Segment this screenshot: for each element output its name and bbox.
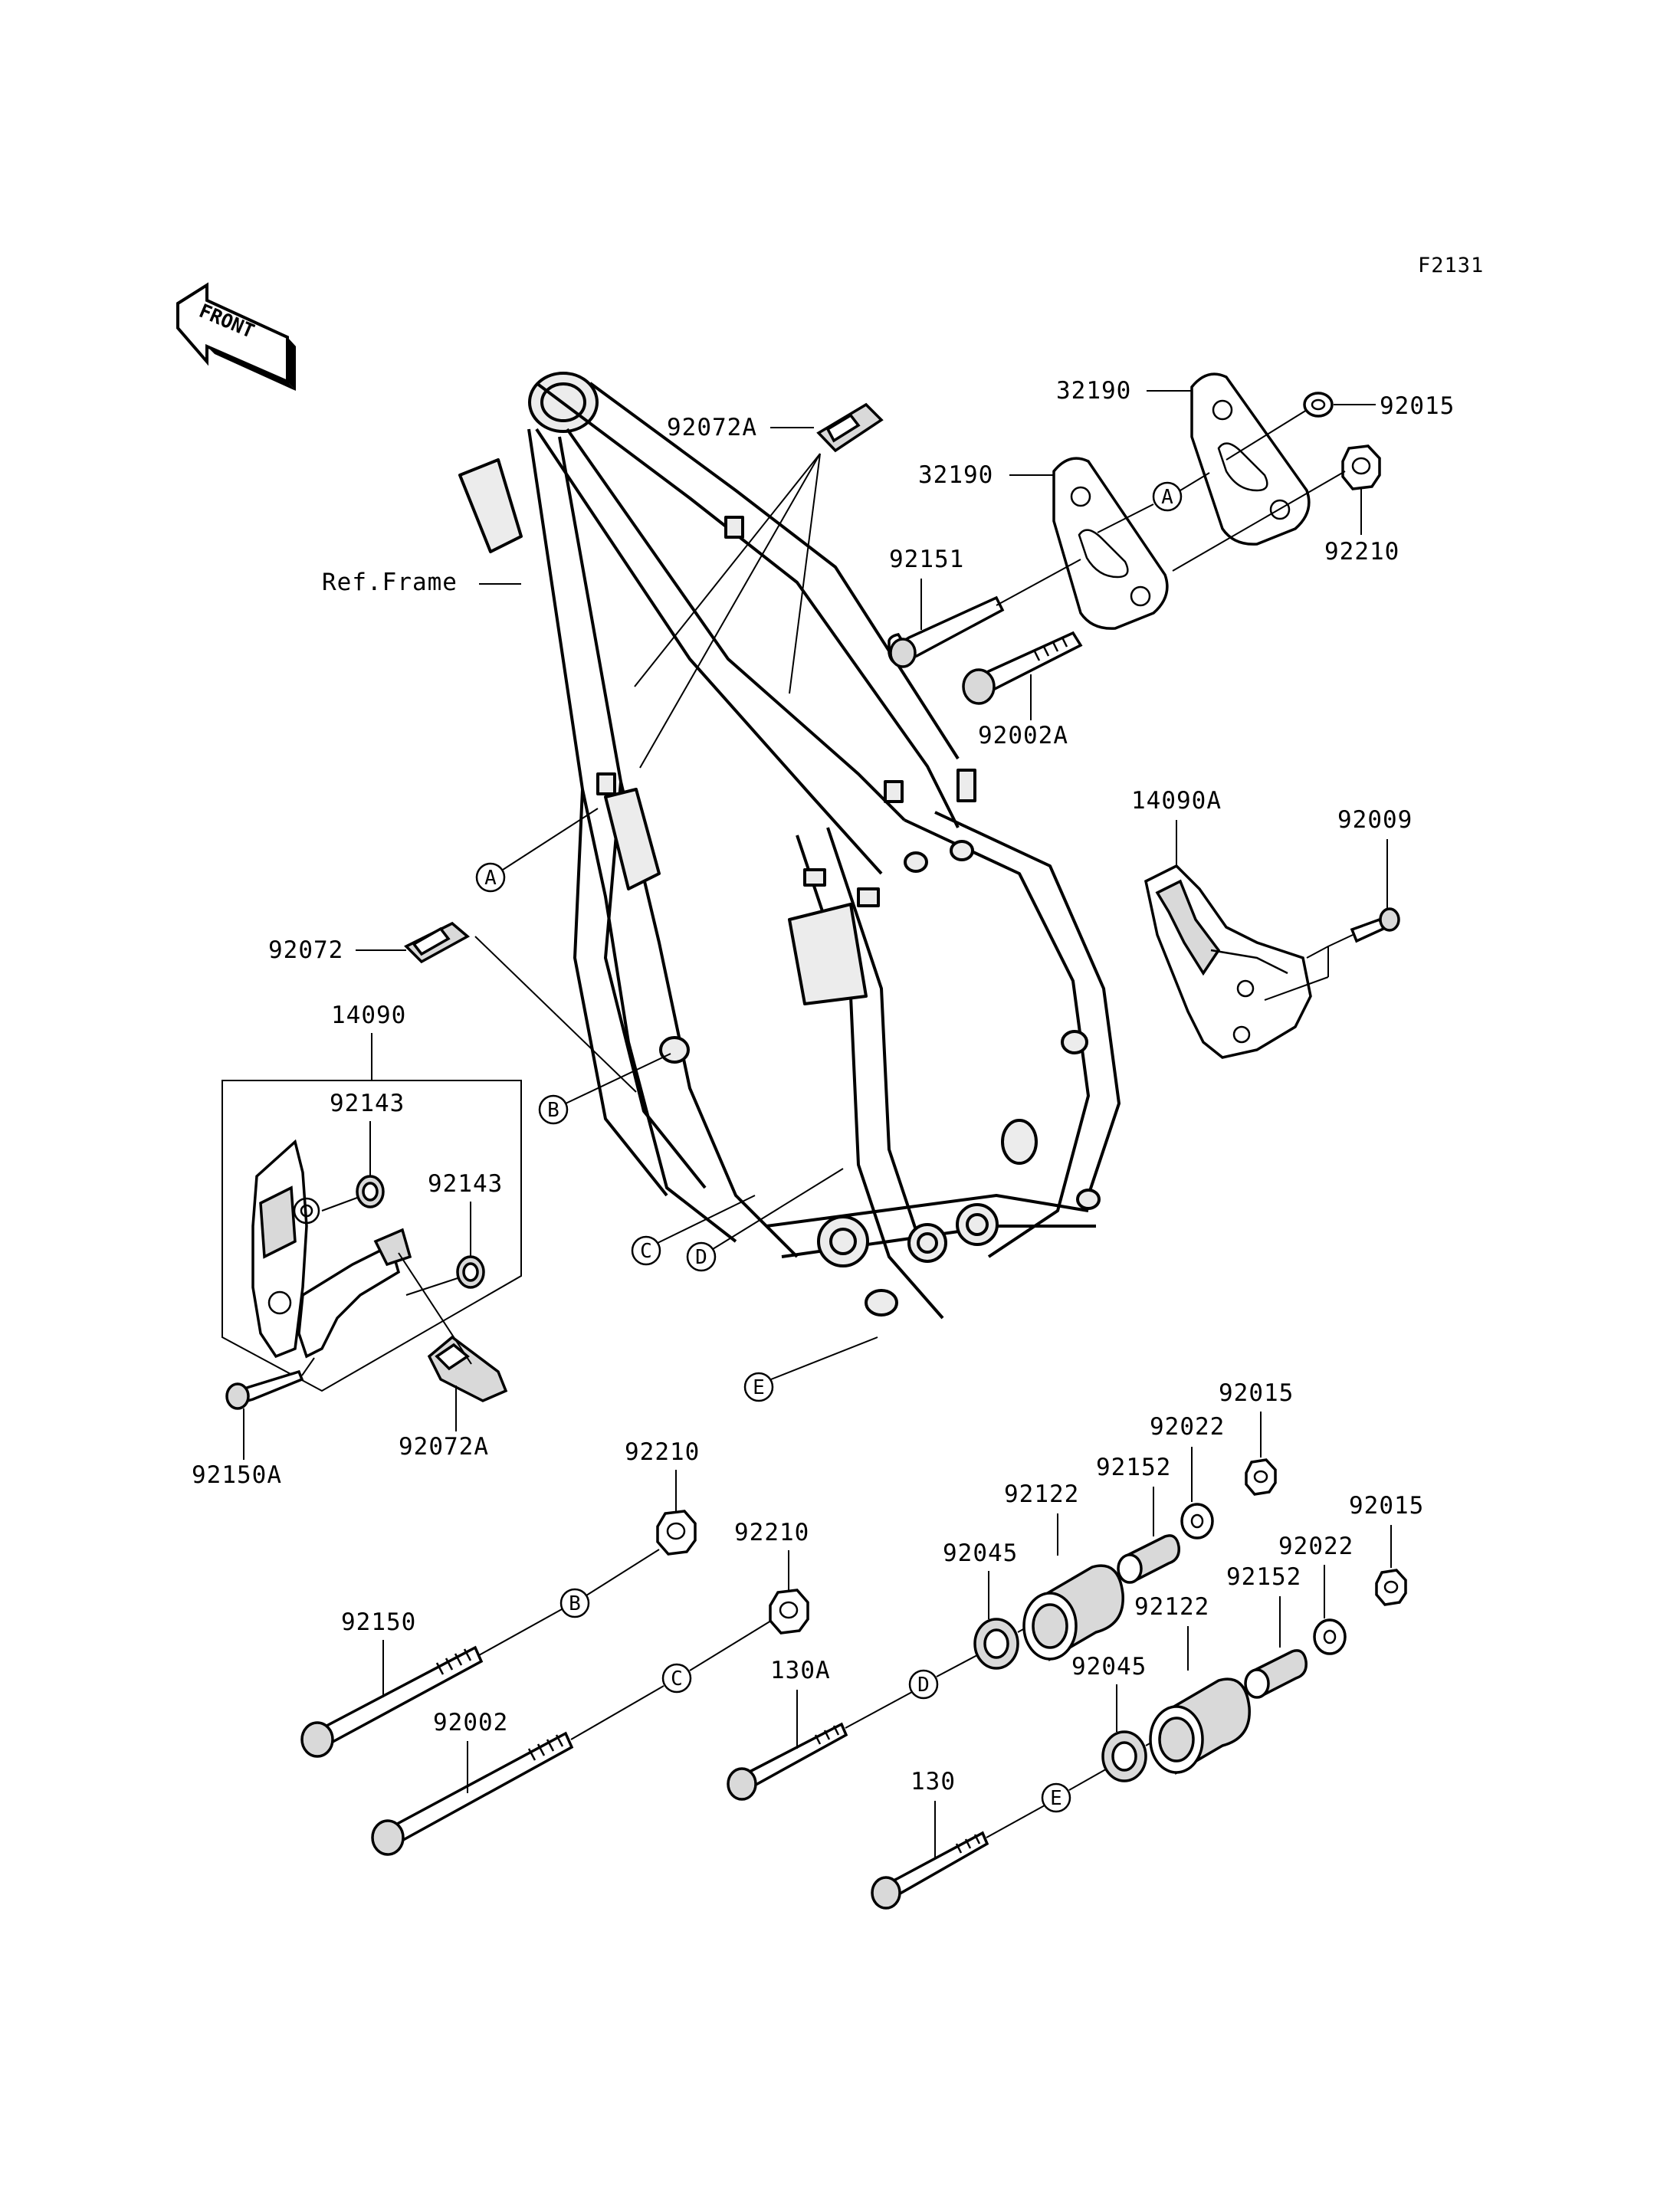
label-92150: 92150 xyxy=(341,1608,416,1636)
callout-e-frame: E xyxy=(743,1372,774,1402)
callout-a-frame: A xyxy=(475,862,506,893)
svg-text:B: B xyxy=(569,1592,581,1615)
label-14090: 14090 xyxy=(331,1002,406,1029)
callout-d-frame: D xyxy=(686,1241,717,1272)
callout-c-frame: C xyxy=(631,1235,661,1266)
label-130A: 130A xyxy=(770,1657,831,1684)
nut-92210-b xyxy=(656,1510,697,1556)
label-92015-upper: 92015 xyxy=(1380,392,1455,420)
callout-a-plate: A xyxy=(1152,481,1183,512)
label-92143-a: 92143 xyxy=(330,1090,405,1117)
svg-text:A: A xyxy=(1161,486,1173,509)
bolt-92150A xyxy=(225,1369,304,1410)
svg-text:C: C xyxy=(671,1667,683,1690)
label-92015-b: 92015 xyxy=(1349,1492,1424,1520)
chain-guard-14090A xyxy=(1144,864,1312,1059)
label-14090A: 14090A xyxy=(1131,787,1222,815)
bearing-92045-a xyxy=(973,1618,1019,1670)
frame-guard-14090 xyxy=(251,1139,412,1359)
washer-92022-b xyxy=(1313,1618,1347,1655)
bolt-92151 xyxy=(888,595,1005,668)
clamp-92072 xyxy=(404,921,471,964)
svg-text:D: D xyxy=(695,1246,707,1269)
svg-text:A: A xyxy=(484,867,497,890)
bushing-92122-b xyxy=(1149,1677,1251,1775)
callout-e-bolt: E xyxy=(1041,1782,1071,1813)
label-92150A: 92150A xyxy=(192,1461,282,1489)
motorcycle-frame xyxy=(458,372,1121,1320)
label-92122-b: 92122 xyxy=(1134,1593,1209,1621)
callout-c-bolt: C xyxy=(661,1663,692,1694)
svg-text:D: D xyxy=(917,1674,930,1697)
bolt-130 xyxy=(871,1831,989,1910)
label-92022-b: 92022 xyxy=(1278,1533,1354,1560)
label-92002: 92002 xyxy=(433,1709,508,1736)
label-92045-b: 92045 xyxy=(1071,1653,1147,1681)
label-92143-b: 92143 xyxy=(428,1170,503,1198)
label-92022-a: 92022 xyxy=(1150,1413,1225,1441)
label-32190-upper: 32190 xyxy=(1056,377,1131,405)
bearing-92045-b xyxy=(1101,1730,1147,1782)
nut-92210-upper xyxy=(1341,444,1381,490)
collar-92143-a xyxy=(356,1175,385,1208)
label-92002A: 92002A xyxy=(978,722,1068,749)
nut-92210-c xyxy=(769,1589,809,1635)
bolt-92009 xyxy=(1350,907,1400,943)
ref-frame-label: Ref.Frame xyxy=(322,569,458,596)
label-92152-a: 92152 xyxy=(1096,1454,1171,1481)
nut-92015-upper xyxy=(1303,392,1334,418)
label-92210-b: 92210 xyxy=(625,1438,700,1466)
svg-text:C: C xyxy=(640,1240,652,1263)
engine-mount-plate-upper xyxy=(1190,372,1311,546)
label-92072A-top: 92072A xyxy=(667,414,757,441)
bolt-130A xyxy=(727,1722,848,1801)
front-arrow-icon: FRONT xyxy=(176,282,296,391)
label-92009: 92009 xyxy=(1337,806,1413,834)
clamp-92072A-top xyxy=(816,402,884,453)
label-92122-a: 92122 xyxy=(1004,1481,1079,1508)
label-92072A-bottom: 92072A xyxy=(399,1433,489,1461)
figure-code: F2131 xyxy=(1418,254,1484,277)
clamp-92072A-bottom xyxy=(427,1335,508,1402)
label-92045-a: 92045 xyxy=(943,1540,1018,1567)
nut-92015-a xyxy=(1245,1458,1277,1496)
svg-text:E: E xyxy=(1050,1787,1062,1810)
label-92210-c: 92210 xyxy=(734,1519,809,1546)
bushing-92122-a xyxy=(1022,1564,1124,1661)
label-92210-upper: 92210 xyxy=(1324,538,1399,566)
collar-92152-b xyxy=(1244,1649,1308,1699)
bolt-92150 xyxy=(300,1645,484,1758)
svg-text:E: E xyxy=(753,1376,765,1399)
label-92015-a: 92015 xyxy=(1219,1379,1294,1407)
label-92072: 92072 xyxy=(268,936,343,964)
bolt-92002 xyxy=(371,1731,574,1856)
label-32190-lower: 32190 xyxy=(918,461,993,489)
callout-d-bolt: D xyxy=(908,1669,939,1700)
svg-text:B: B xyxy=(547,1099,559,1122)
collar-92143-b xyxy=(456,1255,485,1289)
washer-92022-a xyxy=(1180,1503,1214,1540)
nut-92015-b xyxy=(1375,1569,1407,1606)
bolt-92002A xyxy=(962,631,1083,705)
callout-b-bolt: B xyxy=(559,1588,590,1618)
collar-92152-a xyxy=(1117,1534,1180,1584)
callout-b-frame: B xyxy=(538,1094,569,1125)
engine-mount-plate-lower xyxy=(1052,457,1169,630)
label-92152-b: 92152 xyxy=(1226,1563,1301,1591)
label-92151: 92151 xyxy=(889,546,964,573)
label-130: 130 xyxy=(911,1768,956,1795)
